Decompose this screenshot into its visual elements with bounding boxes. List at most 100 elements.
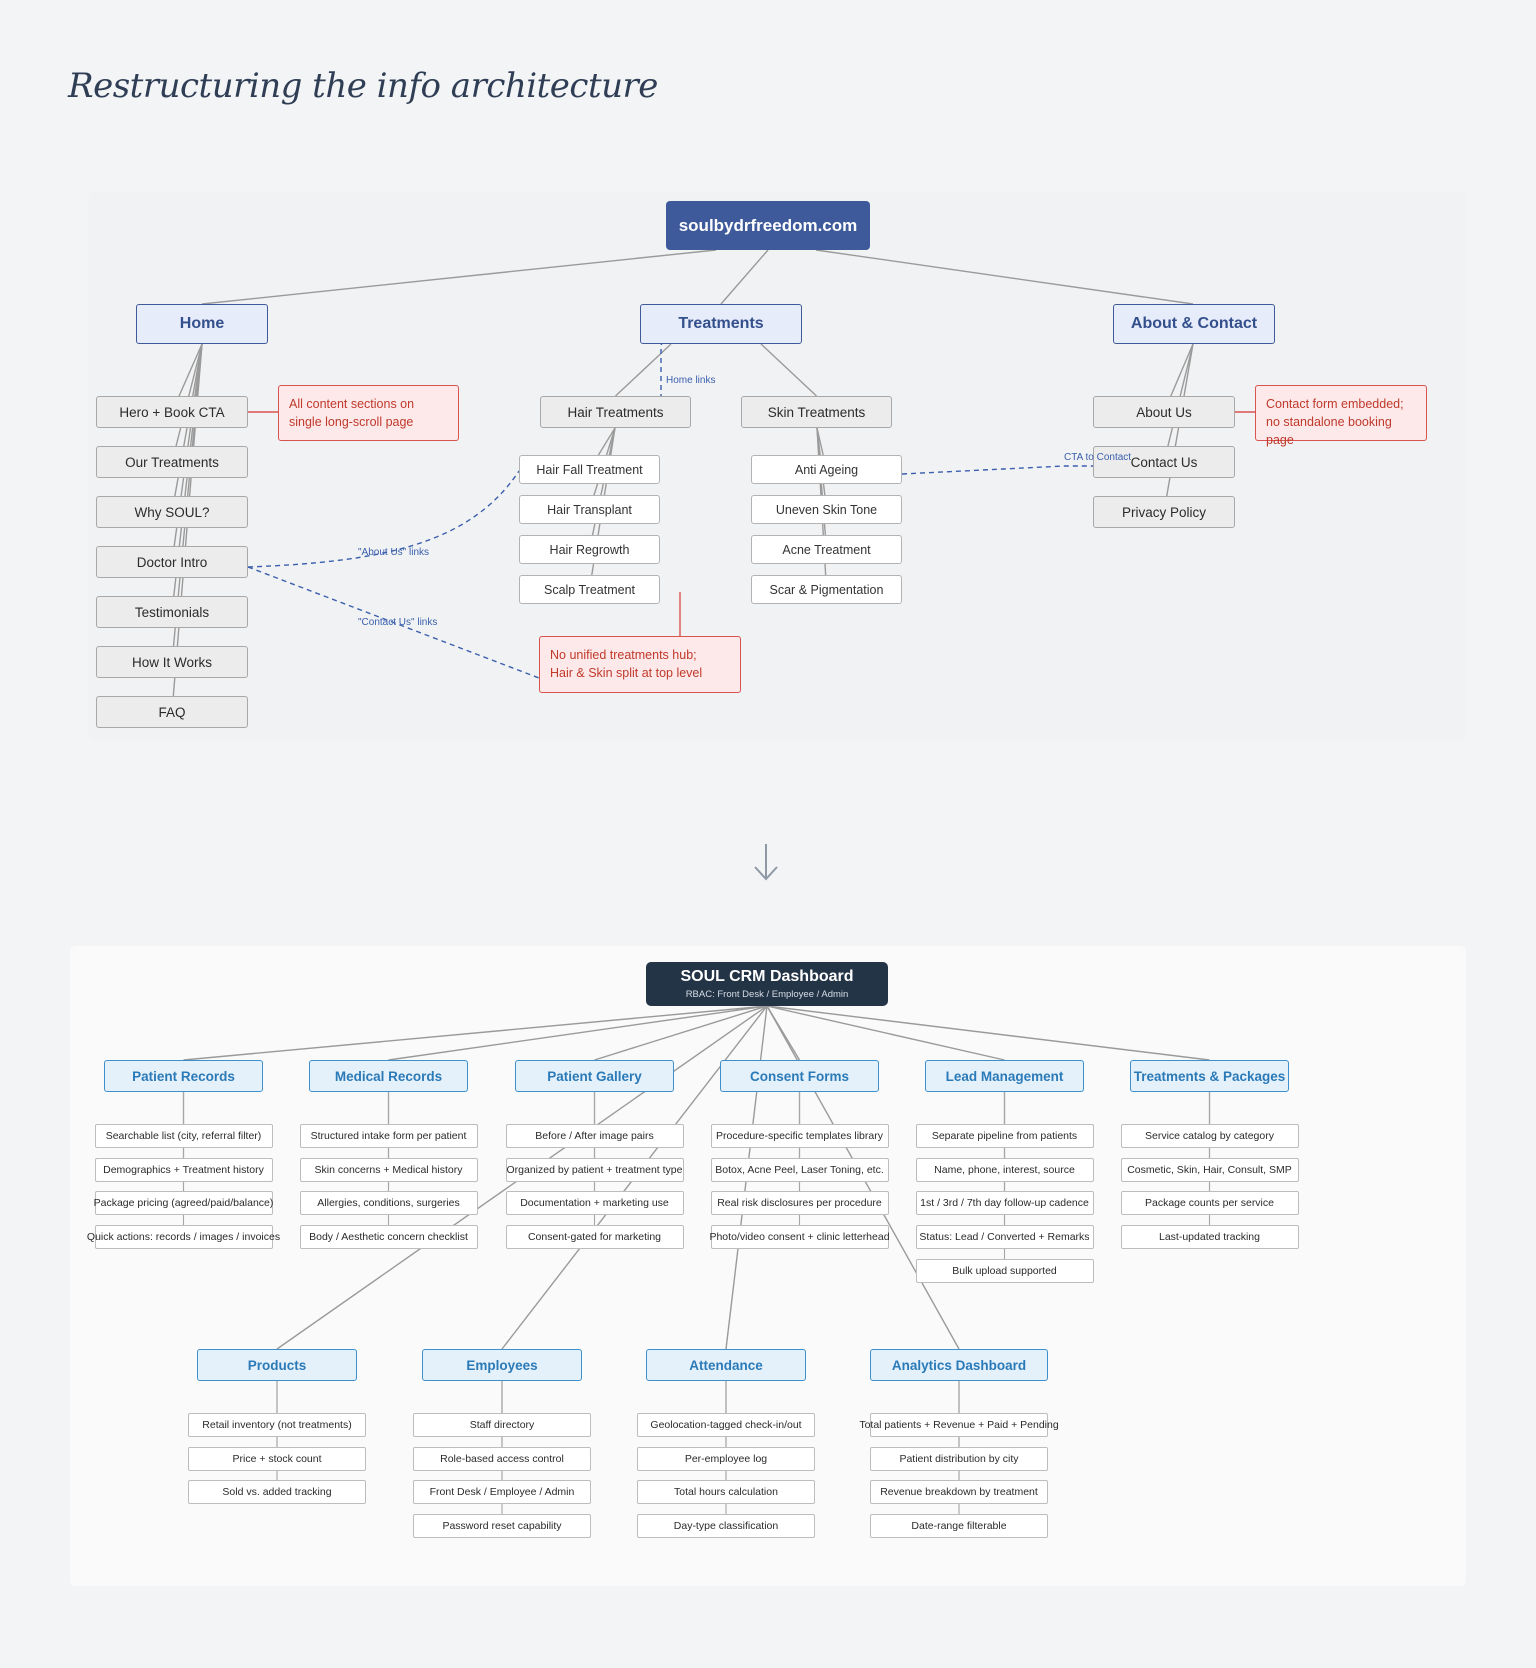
module-patient-gallery[interactable]: Patient Gallery [515,1060,674,1092]
contact-us-links-path [247,566,540,679]
note-line: no standalone booking page [1266,415,1392,447]
module-item: Demographics + Treatment history [94,1157,273,1182]
home-node[interactable]: Home [136,304,268,344]
module-item: Photo/video consent + clinic letterhead [709,1225,890,1250]
module-item: Structured intake form per patient [299,1124,478,1148]
module-item: Procedure-specific templates library [710,1124,889,1148]
module-item: Package counts per service [1120,1191,1299,1216]
module-item: Allergies, conditions, surgeries [299,1191,478,1216]
about-item-privacy-policy[interactable]: Privacy Policy [1093,496,1235,528]
site-root-node[interactable]: soulbydrfreedom.com [666,201,870,250]
hair-item-hair-fall-treatment[interactable]: Hair Fall Treatment [519,455,660,484]
connector-line [594,1005,768,1061]
about-item-about-us[interactable]: About Us [1093,396,1235,428]
connector-line [766,1005,1210,1061]
module-item: Price + stock count [188,1446,366,1471]
skin-item-uneven-skin-tone[interactable]: Uneven Skin Tone [751,495,902,524]
module-item: Service catalog by category [1120,1124,1299,1148]
about-item-contact-us[interactable]: Contact Us [1093,446,1235,478]
module-item: Patient distribution by city [870,1446,1048,1471]
skin-item-scar-pigmentation[interactable]: Scar & Pigmentation [751,575,902,604]
treatments-node[interactable]: Treatments [640,304,802,344]
note-line: Hair & Skin split at top level [550,666,703,680]
home-item-doctor-intro[interactable]: Doctor Intro [96,546,248,578]
about-us-links-path [247,470,520,568]
cta-contact-path [901,465,1235,475]
module-item: 1st / 3rd / 7th day follow-up cadence [915,1191,1094,1216]
crm-root-title: SOUL CRM Dashboard [680,968,854,985]
hair-item-scalp-treatment[interactable]: Scalp Treatment [519,575,660,604]
module-item: Body / Aesthetic concern checklist [299,1225,478,1250]
module-item: Day-type classification [637,1514,815,1539]
connector-line [760,343,817,397]
connector-line [815,249,1194,305]
home-links-label: Home links [666,375,716,386]
home-item-how-it-works[interactable]: How It Works [96,646,248,678]
module-item: Last-updated tracking [1120,1225,1299,1250]
connector-line [388,1005,768,1061]
note-line: Contact form embedded; [1266,397,1404,411]
module-products[interactable]: Products [197,1349,357,1381]
module-item: Name, phone, interest, source [915,1157,1094,1182]
module-item: Staff directory [413,1413,591,1437]
module-item: Separate pipeline from patients [915,1124,1094,1148]
hair-item-hair-regrowth[interactable]: Hair Regrowth [519,535,660,564]
hair-item-hair-transplant[interactable]: Hair Transplant [519,495,660,524]
home-item-testimonials[interactable]: Testimonials [96,596,248,628]
crm-root-subtitle: RBAC: Front Desk / Employee / Admin [685,989,849,1000]
module-item: Real risk disclosures per procedure [710,1191,889,1216]
note-line: All content sections on [289,397,415,411]
contact-us-links-label: "Contact Us" links [358,617,438,628]
module-item: Botox, Acne Peel, Laser Toning, etc. [710,1157,889,1182]
module-item: Cosmetic, Skin, Hair, Consult, SMP [1120,1157,1299,1182]
module-item: Package pricing (agreed/paid/balance) [94,1191,273,1216]
module-treatments-packages[interactable]: Treatments & Packages [1130,1060,1289,1092]
note-line: single long-scroll page [289,415,414,429]
module-item: Date-range filterable [870,1514,1048,1539]
module-item: Total hours calculation [637,1480,815,1505]
module-item: Consent-gated for marketing [505,1225,684,1250]
module-lead-management[interactable]: Lead Management [925,1060,1084,1092]
home-item-our-treatments[interactable]: Our Treatments [96,446,248,478]
module-item: Sold vs. added tracking [188,1480,366,1505]
after-diagram-panel [70,946,1466,1586]
home-item-faq[interactable]: FAQ [96,696,248,728]
module-analytics-dashboard[interactable]: Analytics Dashboard [870,1349,1048,1381]
about-note: Contact form embedded; no standalone book… [1255,385,1427,447]
connector-line [766,1005,1005,1061]
connector-line [720,249,769,305]
module-item: Before / After image pairs [505,1124,684,1148]
module-item: Quick actions: records / images / invoic… [87,1225,280,1250]
module-item: Searchable list (city, referral filter) [94,1124,273,1148]
about-us-links-label: "About Us" links [358,547,430,558]
connector-line [171,343,203,513]
module-medical-records[interactable]: Medical Records [309,1060,468,1092]
about-contact-node[interactable]: About & Contact [1113,304,1275,344]
module-consent-forms[interactable]: Consent Forms [720,1060,879,1092]
module-item: Skin concerns + Medical history [299,1157,478,1182]
connector-line [201,249,717,305]
module-item: Retail inventory (not treatments) [188,1413,366,1437]
skin-item-anti-ageing[interactable]: Anti Ageing [751,455,902,484]
connector-line [615,343,672,397]
home-item-hero-book-cta[interactable]: Hero + Book CTA [96,396,248,428]
arrow-down-icon [754,844,778,881]
note-line: No unified treatments hub; [550,648,697,662]
module-item: Revenue breakdown by treatment [870,1480,1048,1505]
module-employees[interactable]: Employees [422,1349,582,1381]
module-attendance[interactable]: Attendance [646,1349,806,1381]
module-item: Total patients + Revenue + Paid + Pendin… [859,1413,1059,1437]
module-item: Geolocation-tagged check-in/out [637,1413,815,1437]
page-title: Restructuring the info architecture [68,66,658,106]
home-item-why-soul[interactable]: Why SOUL? [96,496,248,528]
skin-item-acne-treatment[interactable]: Acne Treatment [751,535,902,564]
module-patient-records[interactable]: Patient Records [104,1060,263,1092]
home-note: All content sections on single long-scrol… [278,385,459,441]
module-item: Password reset capability [413,1514,591,1539]
hair-treatments-node[interactable]: Hair Treatments [540,396,691,428]
module-item: Documentation + marketing use [505,1191,684,1216]
skin-treatments-node[interactable]: Skin Treatments [741,396,892,428]
module-item: Bulk upload supported [915,1258,1094,1283]
module-item: Organized by patient + treatment type [505,1157,684,1182]
